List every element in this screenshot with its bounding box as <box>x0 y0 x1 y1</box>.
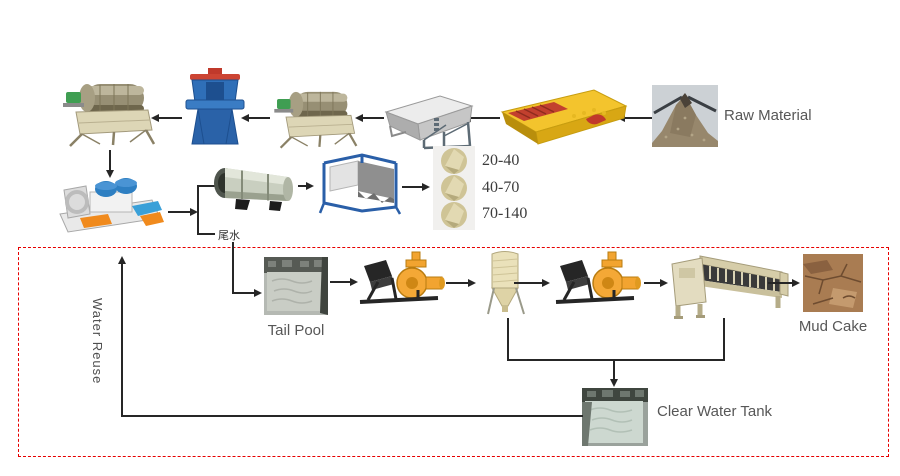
connector-line <box>768 282 794 284</box>
arrowhead-left <box>241 114 249 122</box>
arrowhead-right <box>792 279 800 287</box>
connector-line <box>402 186 424 188</box>
rotary-dryer-icon <box>212 161 300 213</box>
connector-line <box>248 117 270 119</box>
raw-material-photo <box>652 85 718 147</box>
mud-cake-photo <box>803 254 863 312</box>
connector-line <box>121 415 583 417</box>
connector-line <box>121 264 123 417</box>
connector-line <box>644 282 662 284</box>
connector-line <box>446 282 470 284</box>
arrowhead-left <box>355 114 363 122</box>
mud-cake-label: Mud Cake <box>798 318 868 335</box>
connector-line <box>168 211 192 213</box>
clear-water-tank-photo <box>582 388 648 446</box>
connector-line <box>298 185 308 187</box>
arrowhead-right <box>422 183 430 191</box>
connector-line <box>470 117 500 119</box>
connector-line <box>232 242 234 294</box>
connector-line <box>624 117 652 119</box>
sand-washer-icon <box>56 172 168 236</box>
connector-line <box>109 150 111 172</box>
vibrating-screen-icon <box>382 92 480 150</box>
connector-line <box>158 117 182 119</box>
thickener-silo-icon <box>478 248 532 320</box>
connector-line <box>232 292 254 294</box>
magnetic-separator-icon <box>56 78 158 148</box>
water-reuse-label: Water Reuse <box>90 298 105 385</box>
arrowhead-up <box>118 256 126 264</box>
clear-water-tank-label: Clear Water Tank <box>657 403 773 420</box>
tail-pool-label: Tail Pool <box>267 322 325 339</box>
fine-screen-icon <box>310 151 402 215</box>
tail-water-label: 尾水 <box>218 230 240 242</box>
raw-material-label: Raw Material <box>724 107 812 124</box>
arrowhead-right <box>190 208 198 216</box>
tail-pool-photo <box>264 257 328 315</box>
connector-line <box>507 359 725 361</box>
connector-line <box>197 233 215 235</box>
filter-press-icon <box>666 246 790 320</box>
arrowhead-right <box>306 182 314 190</box>
arrowhead-right <box>468 279 476 287</box>
connector-line <box>330 281 352 283</box>
connector-line <box>507 318 509 361</box>
grade-label-70-140: 70-140 <box>482 205 528 222</box>
connector-line <box>514 282 544 284</box>
grade-label-20-40: 20-40 <box>482 152 520 169</box>
arrowhead-right <box>254 289 262 297</box>
magnetic-separator-icon <box>268 86 360 150</box>
connector-line <box>197 185 199 235</box>
connector-line <box>613 359 615 381</box>
recycle-boundary-box <box>18 247 889 457</box>
arrowhead-right <box>350 278 358 286</box>
connector-line <box>362 117 384 119</box>
connector-line <box>197 185 215 187</box>
flotation-machine-icon <box>182 66 248 148</box>
arrowhead-down <box>610 379 618 387</box>
arrowhead-down <box>106 170 114 178</box>
vibrating-feeder-icon <box>500 86 628 148</box>
slurry-pump-icon <box>356 250 448 314</box>
sand-piles-icon <box>431 146 477 230</box>
arrowhead-left <box>151 114 159 122</box>
grade-label-40-70: 40-70 <box>482 179 520 196</box>
arrowhead-right <box>660 279 668 287</box>
arrowhead-right <box>542 279 550 287</box>
slurry-pump-icon <box>552 250 644 314</box>
connector-line <box>723 318 725 361</box>
